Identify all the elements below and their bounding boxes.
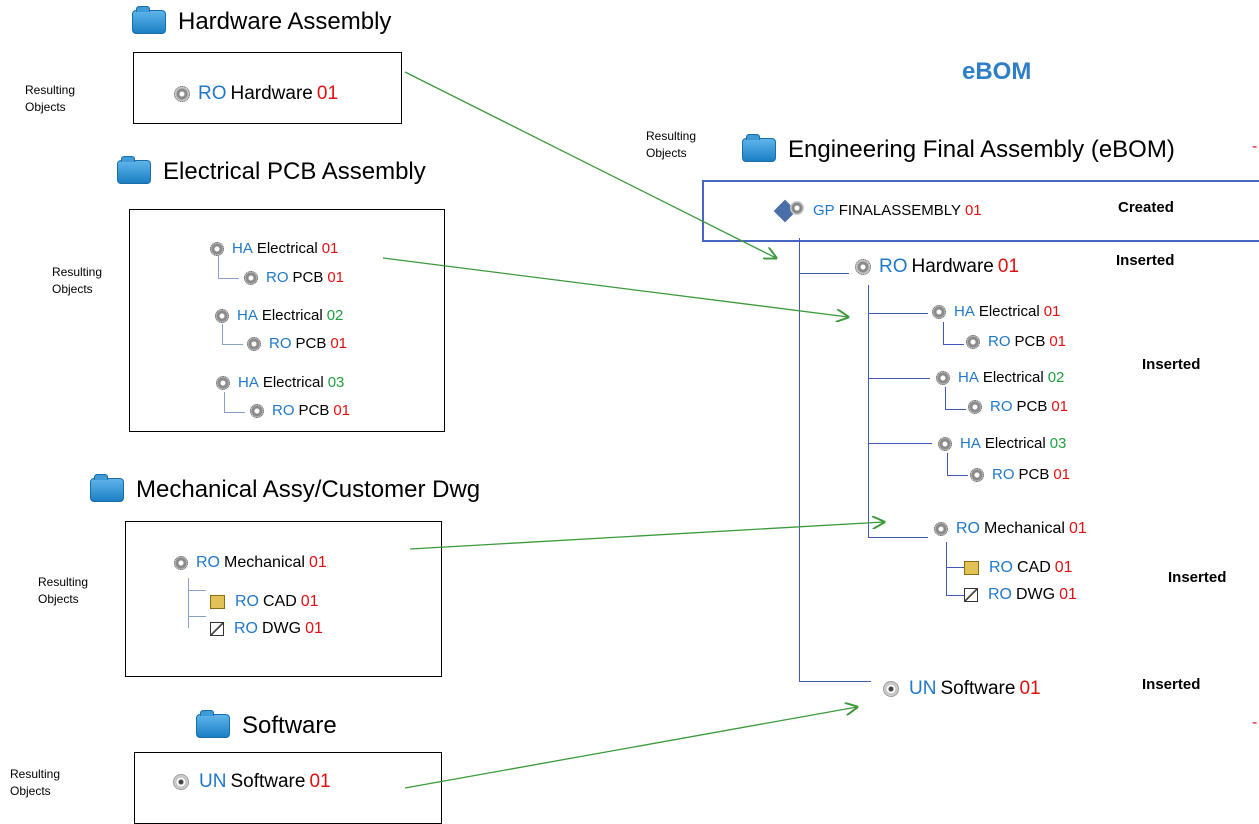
gear-icon xyxy=(247,336,261,351)
status-inserted: Inserted xyxy=(1142,676,1201,693)
electrical-pcb-assembly-title: Electrical PCB Assembly xyxy=(117,156,426,186)
gear-icon xyxy=(210,241,224,256)
gear-icon xyxy=(244,270,258,285)
assembly-icon xyxy=(775,198,805,222)
arrow-software xyxy=(404,707,857,789)
electrical-title-text: Electrical PCB Assembly xyxy=(163,158,426,185)
folder-icon xyxy=(117,156,151,184)
drawing-icon xyxy=(964,588,978,602)
gear-icon xyxy=(938,436,952,451)
software-title: Software xyxy=(196,710,337,740)
red-dash-mark: - xyxy=(1252,138,1258,155)
gear-icon xyxy=(250,403,264,418)
cad-part-icon xyxy=(964,561,979,575)
status-inserted: Inserted xyxy=(1142,356,1201,373)
folder-icon xyxy=(132,6,166,34)
ebom-heading: eBOM xyxy=(962,58,1032,85)
gear-icon xyxy=(215,308,229,323)
folder-icon xyxy=(196,710,230,738)
gear-icon xyxy=(932,304,946,319)
hardware-assembly-title: Hardware Assembly xyxy=(132,6,392,36)
arrow-mechanical xyxy=(409,522,884,550)
software-disc-icon xyxy=(173,774,189,790)
folder-icon xyxy=(742,134,776,162)
status-created: Created xyxy=(1118,199,1174,216)
final-title-text: Engineering Final Assembly (eBOM) xyxy=(788,136,1175,163)
status-inserted: Inserted xyxy=(1116,252,1175,269)
mechanical-title-text: Mechanical Assy/Customer Dwg xyxy=(136,476,481,503)
gear-icon xyxy=(174,86,190,102)
drawing-icon xyxy=(210,622,224,636)
cad-part-icon xyxy=(210,595,225,609)
red-dash-mark: - xyxy=(1252,714,1258,731)
mechanical-assy-title: Mechanical Assy/Customer Dwg xyxy=(90,474,481,504)
software-disc-icon xyxy=(883,681,899,697)
gear-icon xyxy=(934,522,948,536)
gear-icon xyxy=(174,556,188,570)
arrow-hardware xyxy=(404,71,776,258)
gear-icon xyxy=(970,467,984,482)
hardware-assembly-box: RO Hardware 01 xyxy=(133,52,402,124)
list-item[interactable]: RO Hardware 01 xyxy=(174,83,338,105)
gear-icon xyxy=(936,370,950,385)
hardware-assembly-title-text: Hardware Assembly xyxy=(178,8,392,35)
status-inserted: Inserted xyxy=(1168,569,1227,586)
folder-icon xyxy=(90,474,124,502)
gear-icon xyxy=(966,334,980,349)
gear-icon xyxy=(968,399,982,414)
software-title-text: Software xyxy=(242,712,337,739)
engineering-final-assembly-title: Engineering Final Assembly (eBOM) xyxy=(742,134,1175,164)
arrow-electrical xyxy=(382,257,848,317)
gear-icon xyxy=(855,259,871,275)
gear-icon xyxy=(216,375,230,390)
